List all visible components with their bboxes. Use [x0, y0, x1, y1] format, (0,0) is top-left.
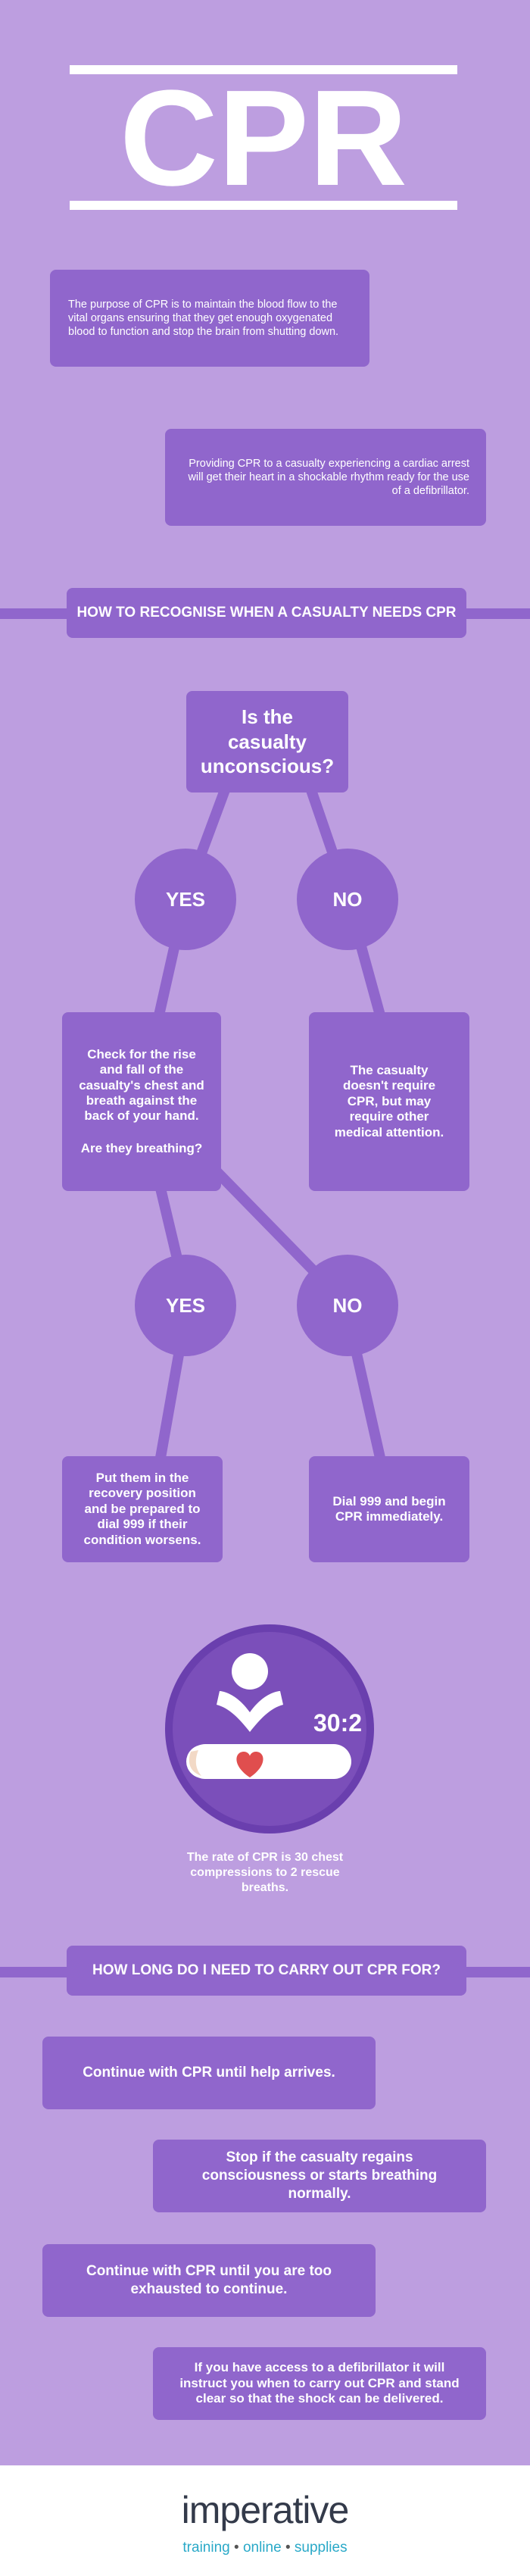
- duration-item-4: If you have access to a defibrillator it…: [153, 2347, 486, 2420]
- no-circle-2: NO: [297, 1255, 398, 1356]
- heart-icon: [236, 1752, 263, 1777]
- rescuer-icon: [217, 1653, 283, 1732]
- page-title: CPR: [119, 62, 408, 214]
- no-circle-1: NO: [297, 849, 398, 950]
- intro-text-2: Providing CPR to a casualty experiencing…: [165, 429, 486, 526]
- tagline-supplies: supplies: [294, 2540, 348, 2556]
- check-breathing-question: Are they breathing?: [80, 1140, 203, 1155]
- intro-text-1: The purpose of CPR is to maintain the bl…: [50, 270, 369, 367]
- no-cpr-box: The casualty doesn't require CPR, but ma…: [309, 1012, 469, 1191]
- yes-circle-2: YES: [135, 1255, 236, 1356]
- duration-item-1: Continue with CPR until help arrives.: [42, 2037, 376, 2109]
- ratio-label: 30:2: [313, 1709, 362, 1737]
- tagline-dot-2: •: [285, 2540, 295, 2556]
- title-rule-bottom: [70, 201, 457, 210]
- tagline-training: training: [182, 2540, 230, 2556]
- check-breathing-text: Check for the rise and fall of the casua…: [79, 1046, 204, 1124]
- brand-logo: imperative: [181, 2489, 350, 2531]
- cpr-illustration: 30:2: [165, 1624, 374, 1834]
- no-cpr-text: The casualty doesn't require CPR, but ma…: [334, 1063, 444, 1140]
- dial-box: Dial 999 and begin CPR immediately.: [309, 1456, 469, 1562]
- section-2-heading: HOW LONG DO I NEED TO CARRY OUT CPR FOR?: [67, 1946, 466, 1996]
- ratio-caption: The rate of CPR is 30 chest compressions…: [186, 1851, 344, 1894]
- casualty-icon: [186, 1744, 351, 1779]
- footer: imperative training • online • supplies: [0, 2465, 530, 2576]
- dial-text: Dial 999 and begin CPR immediately.: [332, 1493, 446, 1524]
- section-1-heading: HOW TO RECOGNISE WHEN A CASUALTY NEEDS C…: [67, 588, 466, 638]
- check-breathing-box: Check for the rise and fall of the casua…: [62, 1012, 221, 1191]
- tagline-dot-1: •: [234, 2540, 243, 2556]
- brand-tagline: training • online • supplies: [0, 2540, 530, 2556]
- duration-item-2: Stop if the casualty regains consciousne…: [153, 2140, 486, 2212]
- question-text: Is the casualty unconscious?: [200, 705, 335, 778]
- recovery-text: Put them in the recovery position and be…: [83, 1471, 201, 1547]
- recovery-box: Put them in the recovery position and be…: [62, 1456, 223, 1562]
- tagline-online: online: [242, 2540, 282, 2556]
- question-box: Is the casualty unconscious?: [186, 691, 348, 792]
- title-rule-top: [70, 65, 457, 74]
- duration-item-3: Continue with CPR until you are too exha…: [42, 2244, 376, 2317]
- yes-circle-1: YES: [135, 849, 236, 950]
